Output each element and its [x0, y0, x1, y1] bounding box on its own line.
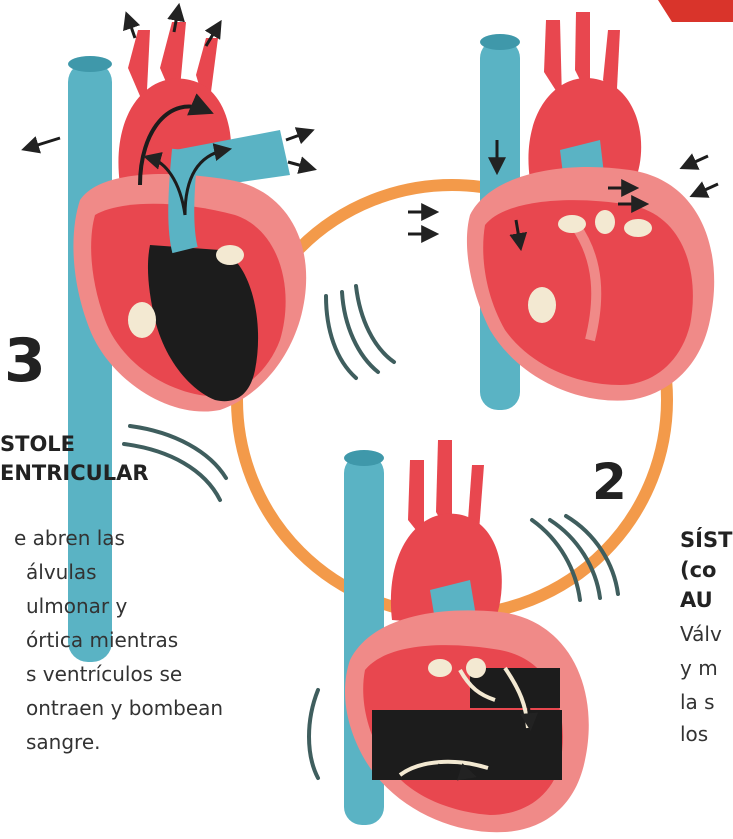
step-2-number: 2 — [592, 452, 627, 512]
step-3-heading-line-2: ENTRICULAR — [0, 459, 149, 488]
step-3-description-line: s ventrículos se — [26, 658, 182, 690]
corner-accent-shape — [658, 0, 733, 22]
step-3-description-line: e abren las — [14, 522, 125, 554]
heart-diastole — [344, 440, 589, 832]
step-3-number: 3 — [4, 326, 46, 396]
step-2-heading-line-1: SÍST — [680, 526, 732, 555]
step-3-description-line: sangre. — [26, 726, 101, 758]
step-2-description-line: Válv — [680, 618, 722, 650]
step-3-heading-line-1: STOLE — [0, 430, 75, 459]
step-2-heading-line-2: (co — [680, 556, 716, 585]
step-3-description-line: ulmonar y — [26, 590, 127, 622]
step-2-description-line: la s — [680, 686, 715, 718]
step-2-description-line: y m — [680, 652, 718, 684]
step-3-description-line: ontraen y bombean — [26, 692, 223, 724]
heart-atrial-systole — [408, 12, 718, 410]
step-3-description-line: álvulas — [26, 556, 97, 588]
step-2-heading-line-3: AU — [680, 586, 713, 615]
step-2-description-line: los — [680, 718, 708, 750]
step-3-description-line: órtica mientras — [26, 624, 178, 656]
